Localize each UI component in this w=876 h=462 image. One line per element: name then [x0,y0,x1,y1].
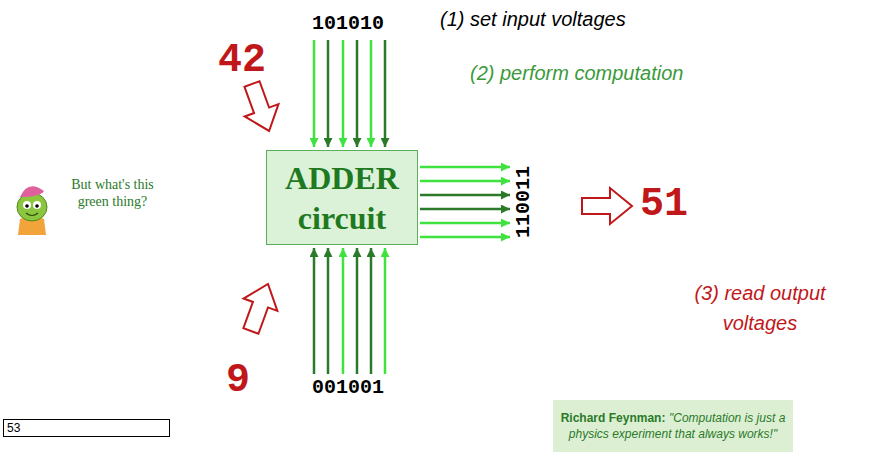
page-number-box: 53 [3,419,170,437]
step-note: (1) set input voltages [440,8,626,31]
node-text: Richard Feynman: [561,411,666,425]
node-text: 53 [7,421,168,435]
number: 51 [640,182,688,227]
hollow-arrow [235,78,286,137]
step-note: (3) read output voltages [680,278,840,338]
number: 9 [226,358,250,403]
text-group: ADDER circuit [273,158,411,238]
character-icon [17,186,47,235]
hollow-arrow [234,278,285,337]
speech-text: But what's this green thing? [55,176,170,210]
text-group: 53 [7,421,168,435]
bit-string: 101010 [312,12,384,35]
node-text: ADDER circuit [273,158,411,238]
hollow-arrow [582,188,632,224]
number: 42 [218,38,266,83]
quote-box: Richard Feynman:"Computation is just a p… [553,400,793,452]
adder-box: ADDER circuit [266,150,418,245]
text-group: Richard Feynman:"Computation is just a p… [559,410,787,442]
bit-string: 110011 [512,166,536,238]
input-wires-b [314,248,385,374]
input-wires-a [314,40,385,147]
step-note: (2) perform computation [470,62,683,85]
output-wires [420,167,510,237]
bit-string: 001001 [312,376,384,399]
